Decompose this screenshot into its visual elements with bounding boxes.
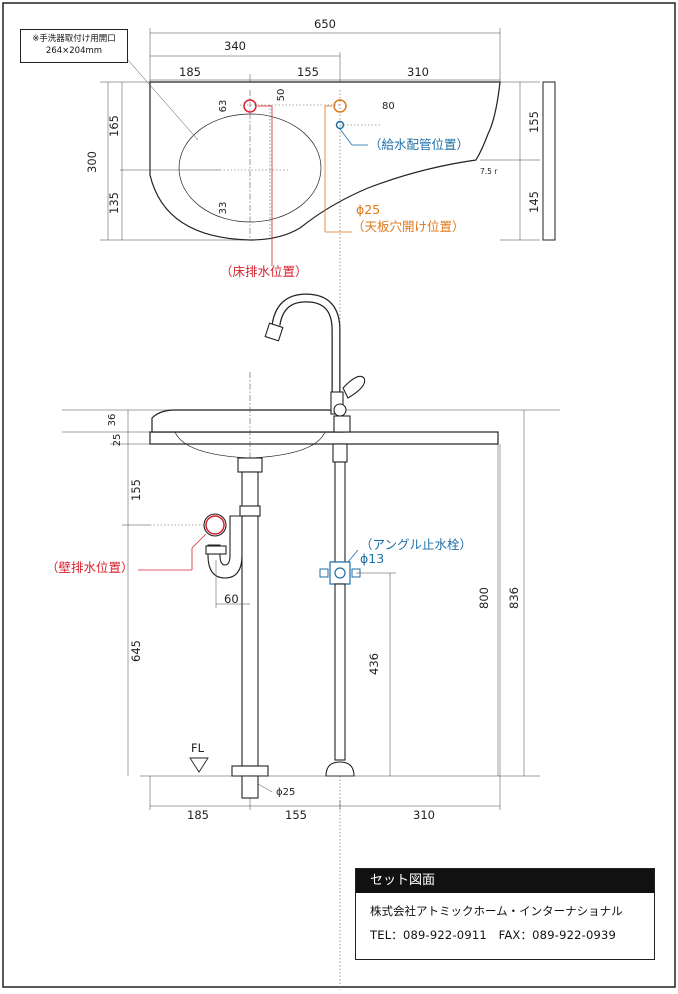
fl-marker	[189, 757, 209, 773]
angle-valve-label: （アングル止水栓）	[360, 537, 472, 552]
hole-size-label: ϕ25	[356, 202, 380, 217]
supply-hose	[334, 461, 346, 563]
drain-flange	[231, 765, 269, 777]
dim-side-upper: 155	[527, 111, 541, 133]
dim-drain-height: 645	[129, 640, 143, 662]
tap-hole-marker	[333, 99, 347, 113]
supply-nut	[332, 443, 348, 463]
dim-basin-b: 50	[276, 89, 287, 102]
basin-rim	[151, 409, 345, 433]
supply-riser	[334, 583, 346, 761]
dim-valve-height: 436	[367, 653, 381, 675]
supply-flange	[325, 761, 355, 777]
supply-marker	[335, 120, 345, 130]
title-block-contact: TEL：089-922-0911 FAX：089-922-0939	[370, 928, 617, 942]
dim-depth-upper: 165	[107, 115, 121, 137]
dim-bottom-2: 155	[285, 808, 307, 822]
dim-basin-c: 33	[218, 202, 229, 215]
title-block-title: セット図面	[356, 869, 654, 893]
dim-seg-2: 155	[297, 65, 319, 79]
side-profile	[542, 81, 556, 241]
fl-label: FL	[191, 741, 205, 755]
dim-counter-thickness: 25	[112, 434, 123, 447]
title-block: セット図面 株式会社アトミックホーム・インターナショナル TEL：089-922…	[355, 868, 655, 960]
dim-sink-offset: 340	[224, 39, 246, 53]
drain-nut	[237, 457, 263, 473]
opening-note-line2: 264×204mm	[45, 46, 103, 56]
faucet-knob	[333, 403, 347, 417]
angle-valve-center	[334, 567, 346, 579]
radius-note: 7.5 r	[480, 167, 498, 176]
trap-nut	[239, 505, 261, 517]
opening-note: ※手洗器取付け用開口 264×204mm	[20, 29, 128, 63]
drain-stub	[241, 775, 259, 799]
dim-bottom-1: 185	[187, 808, 209, 822]
faucet-spout-outline	[271, 293, 341, 400]
wall-drain-label: （壁排水位置）	[46, 560, 134, 575]
dim-trap-depth: 155	[129, 479, 143, 501]
dim-seg-1: 185	[179, 65, 201, 79]
hole-position-label: （天板穴開け位置）	[352, 219, 465, 234]
dim-trap-offset: 60	[224, 592, 239, 606]
angle-valve-size: ϕ13	[360, 551, 384, 566]
dim-depth-lower: 135	[107, 192, 121, 214]
dim-side-lower: 145	[527, 191, 541, 213]
dim-counter-height: 36	[107, 414, 118, 427]
dim-overall-width: 650	[314, 17, 336, 31]
dim-basin-a: 63	[218, 100, 229, 113]
dim-tap-offset: 80	[382, 101, 395, 112]
dim-counter-top: 800	[477, 587, 491, 609]
dim-bottom-3: 310	[413, 808, 435, 822]
trap-lower-nut	[205, 545, 227, 555]
title-block-company: 株式会社アトミックホーム・インターナショナル	[370, 904, 623, 918]
faucet-base	[333, 415, 351, 433]
s-trap	[207, 515, 243, 579]
angle-valve-handle-left	[319, 568, 329, 578]
drain-size-label: ϕ25	[276, 787, 295, 798]
faucet-spout	[272, 294, 340, 400]
drain-pipe	[241, 515, 259, 767]
angle-valve	[329, 561, 351, 585]
supply-label: （給水配管位置）	[369, 137, 469, 152]
dim-depth-total: 300	[85, 151, 99, 173]
faucet-lever	[342, 375, 366, 399]
trap-outlet	[203, 513, 227, 537]
floor-drain-marker	[243, 99, 257, 113]
dim-overall-height: 836	[507, 587, 521, 609]
wall-drain-marker	[205, 515, 225, 535]
dim-seg-3: 310	[407, 65, 429, 79]
opening-note-line1: ※手洗器取付け用開口	[32, 34, 116, 44]
faucet-aerator	[264, 322, 284, 342]
floor-drain-label: （床排水位置）	[220, 264, 308, 279]
